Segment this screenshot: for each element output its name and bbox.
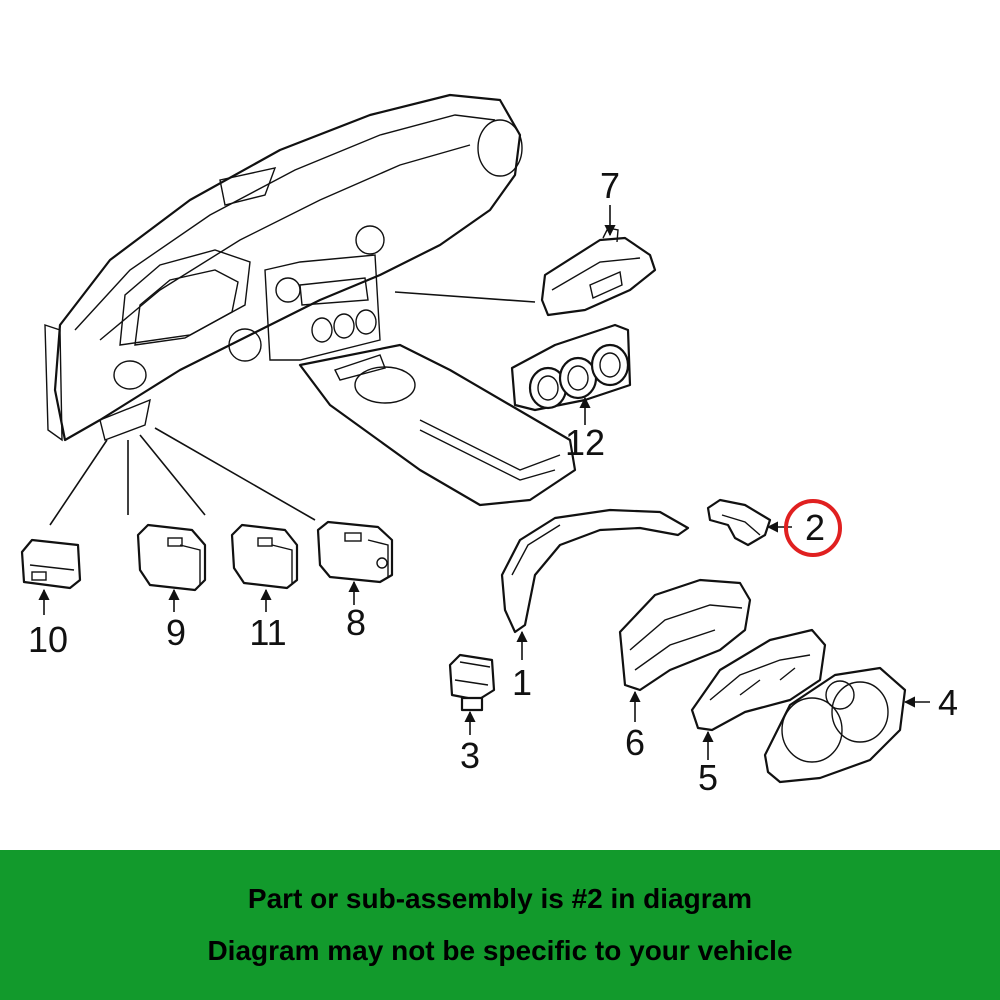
leader-10-dash (49, 439, 108, 526)
leader-8-dash (154, 427, 316, 521)
callout-6: 6 (625, 722, 645, 763)
callout-1: 1 (512, 662, 532, 703)
callout-12: 12 (565, 422, 605, 463)
callout-10: 10 (28, 619, 68, 660)
part-9-switch (136, 523, 207, 592)
callout-7: 7 (600, 165, 620, 206)
leader-7-dash (394, 291, 536, 303)
part-6-cluster-case (618, 578, 752, 692)
callout-9: 9 (166, 612, 186, 653)
part-5-cluster-board (690, 628, 827, 732)
callout-11: 11 (249, 612, 286, 653)
part-3-switch (448, 653, 496, 712)
parts-diagram: 7 12 2 1 3 6 5 4 10 9 11 8 (20, 93, 958, 798)
callout-arrows (38, 205, 930, 760)
callout-5: 5 (698, 757, 718, 798)
part-12-climate-control (510, 323, 632, 412)
callout-3: 3 (460, 735, 480, 776)
part-8-switch (316, 520, 394, 584)
part-7-bezel (540, 227, 657, 317)
callout-8: 8 (346, 602, 366, 643)
callout-4: 4 (938, 682, 958, 723)
highlight-circle (784, 499, 842, 557)
part-1-meter-hood (500, 508, 690, 634)
dashboard-assembly (44, 93, 577, 507)
banner-line-disclaimer: Diagram may not be specific to your vehi… (207, 935, 793, 966)
info-banner: Part or sub-assembly is #2 in diagram Di… (0, 850, 1000, 1000)
banner-line-part-number: Part or sub-assembly is #2 in diagram (247, 883, 753, 914)
leader-11-dash (139, 434, 206, 516)
part-4-cluster-lens (763, 666, 907, 784)
part-10-switch (20, 538, 82, 590)
part-2-bracket (706, 498, 772, 547)
part-11-switch (230, 523, 299, 590)
callout-2: 2 (805, 507, 825, 548)
